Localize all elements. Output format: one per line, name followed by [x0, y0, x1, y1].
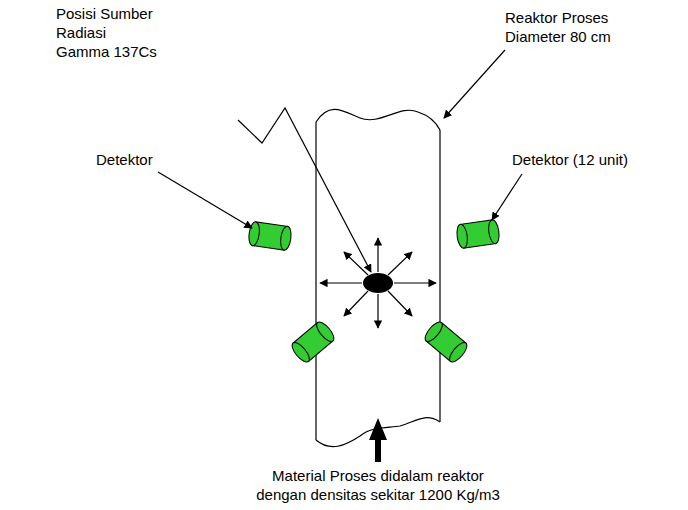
- radiation-rays: [320, 238, 436, 328]
- source-label: Posisi Sumber Radiasi Gamma 137Cs: [56, 4, 160, 61]
- detector-lower-left: [289, 319, 337, 364]
- detector-right: [456, 219, 501, 249]
- source-leader: [238, 108, 371, 272]
- flow-arrow: [369, 418, 387, 462]
- detector-leader: [492, 174, 522, 220]
- detector-label: Detektor: [96, 150, 153, 169]
- detector-label: Detektor (12 unit): [512, 150, 628, 169]
- detector-left: [248, 221, 293, 251]
- detector-leader: [158, 172, 252, 228]
- reactor-vessel: [316, 109, 440, 446]
- reactor-label: Reaktor Proses Diameter 80 cm: [505, 8, 617, 46]
- material-label: Material Proses didalam reaktor dengan d…: [250, 466, 506, 504]
- detector-lower-right: [422, 319, 470, 364]
- reactor-leader: [444, 50, 505, 118]
- gamma-source: [363, 273, 393, 293]
